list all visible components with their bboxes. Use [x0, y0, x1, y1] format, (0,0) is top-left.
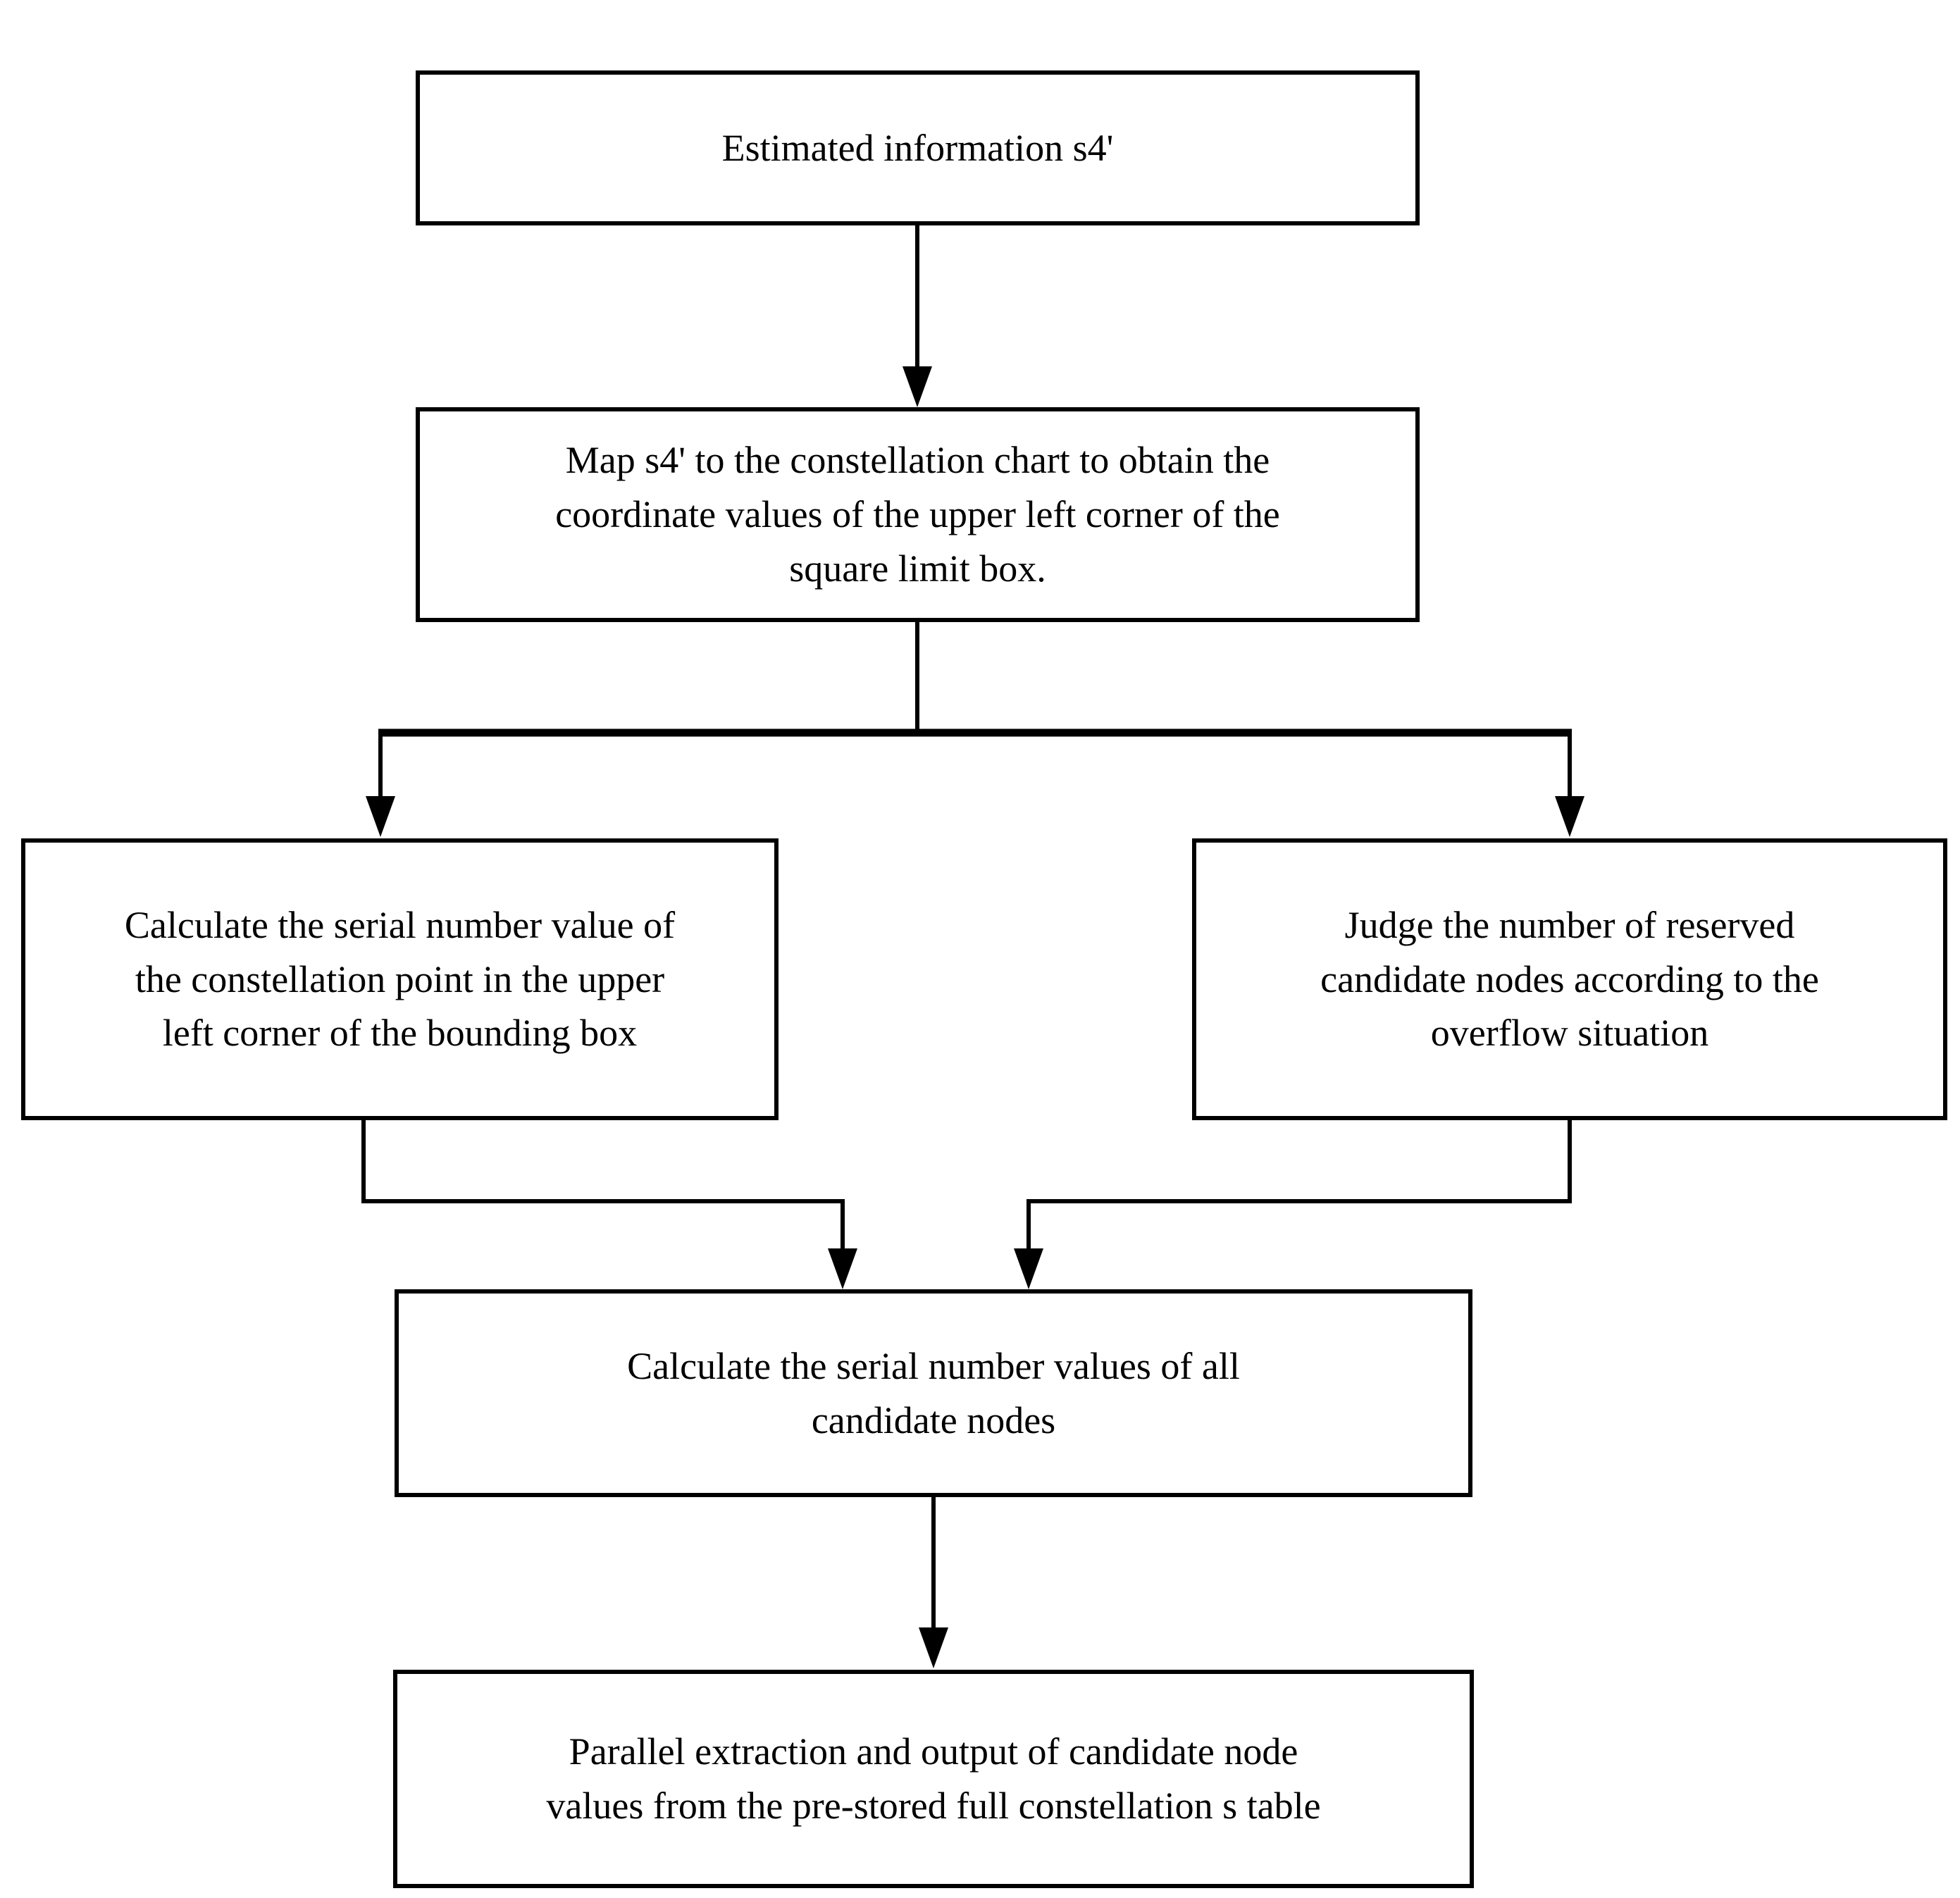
connector-merge-right — [1026, 1120, 1572, 1251]
arrowhead-into-map-box — [903, 366, 932, 407]
flow-node-calc-serial-all-label: Calculate the serial number values of al… — [627, 1344, 1240, 1441]
flow-node-map-to-constellation-label: Map s4' to the constellation chart to ob… — [555, 439, 1280, 590]
flow-node-map-to-constellation: Map s4' to the constellation chart to ob… — [416, 407, 1420, 622]
arrowhead-into-calculate-corner-box — [366, 796, 395, 837]
arrowhead-into-parallel-box — [919, 1627, 948, 1668]
arrowhead-merge-right — [1014, 1248, 1043, 1289]
connector-merge-left — [361, 1120, 845, 1251]
flow-node-calc-serial-upper-left-label: Calculate the serial number value of the… — [124, 903, 676, 1055]
flow-node-judge-reserved-nodes: Judge the number of reserved candidate n… — [1192, 838, 1947, 1120]
flow-node-parallel-extraction-label: Parallel extraction and output of candid… — [546, 1730, 1321, 1827]
flow-node-parallel-extraction: Parallel extraction and output of candid… — [393, 1670, 1474, 1888]
flow-node-calc-serial-all: Calculate the serial number values of al… — [395, 1289, 1472, 1497]
arrowhead-into-judge-box — [1555, 796, 1584, 837]
flow-node-estimated-info: Estimated information s4' — [416, 70, 1420, 225]
flow-node-judge-reserved-nodes-label: Judge the number of reserved candidate n… — [1320, 903, 1819, 1055]
flow-node-calc-serial-upper-left: Calculate the serial number value of the… — [21, 838, 779, 1120]
arrowhead-merge-left — [828, 1248, 857, 1289]
flow-node-estimated-info-label: Estimated information s4' — [721, 126, 1114, 169]
